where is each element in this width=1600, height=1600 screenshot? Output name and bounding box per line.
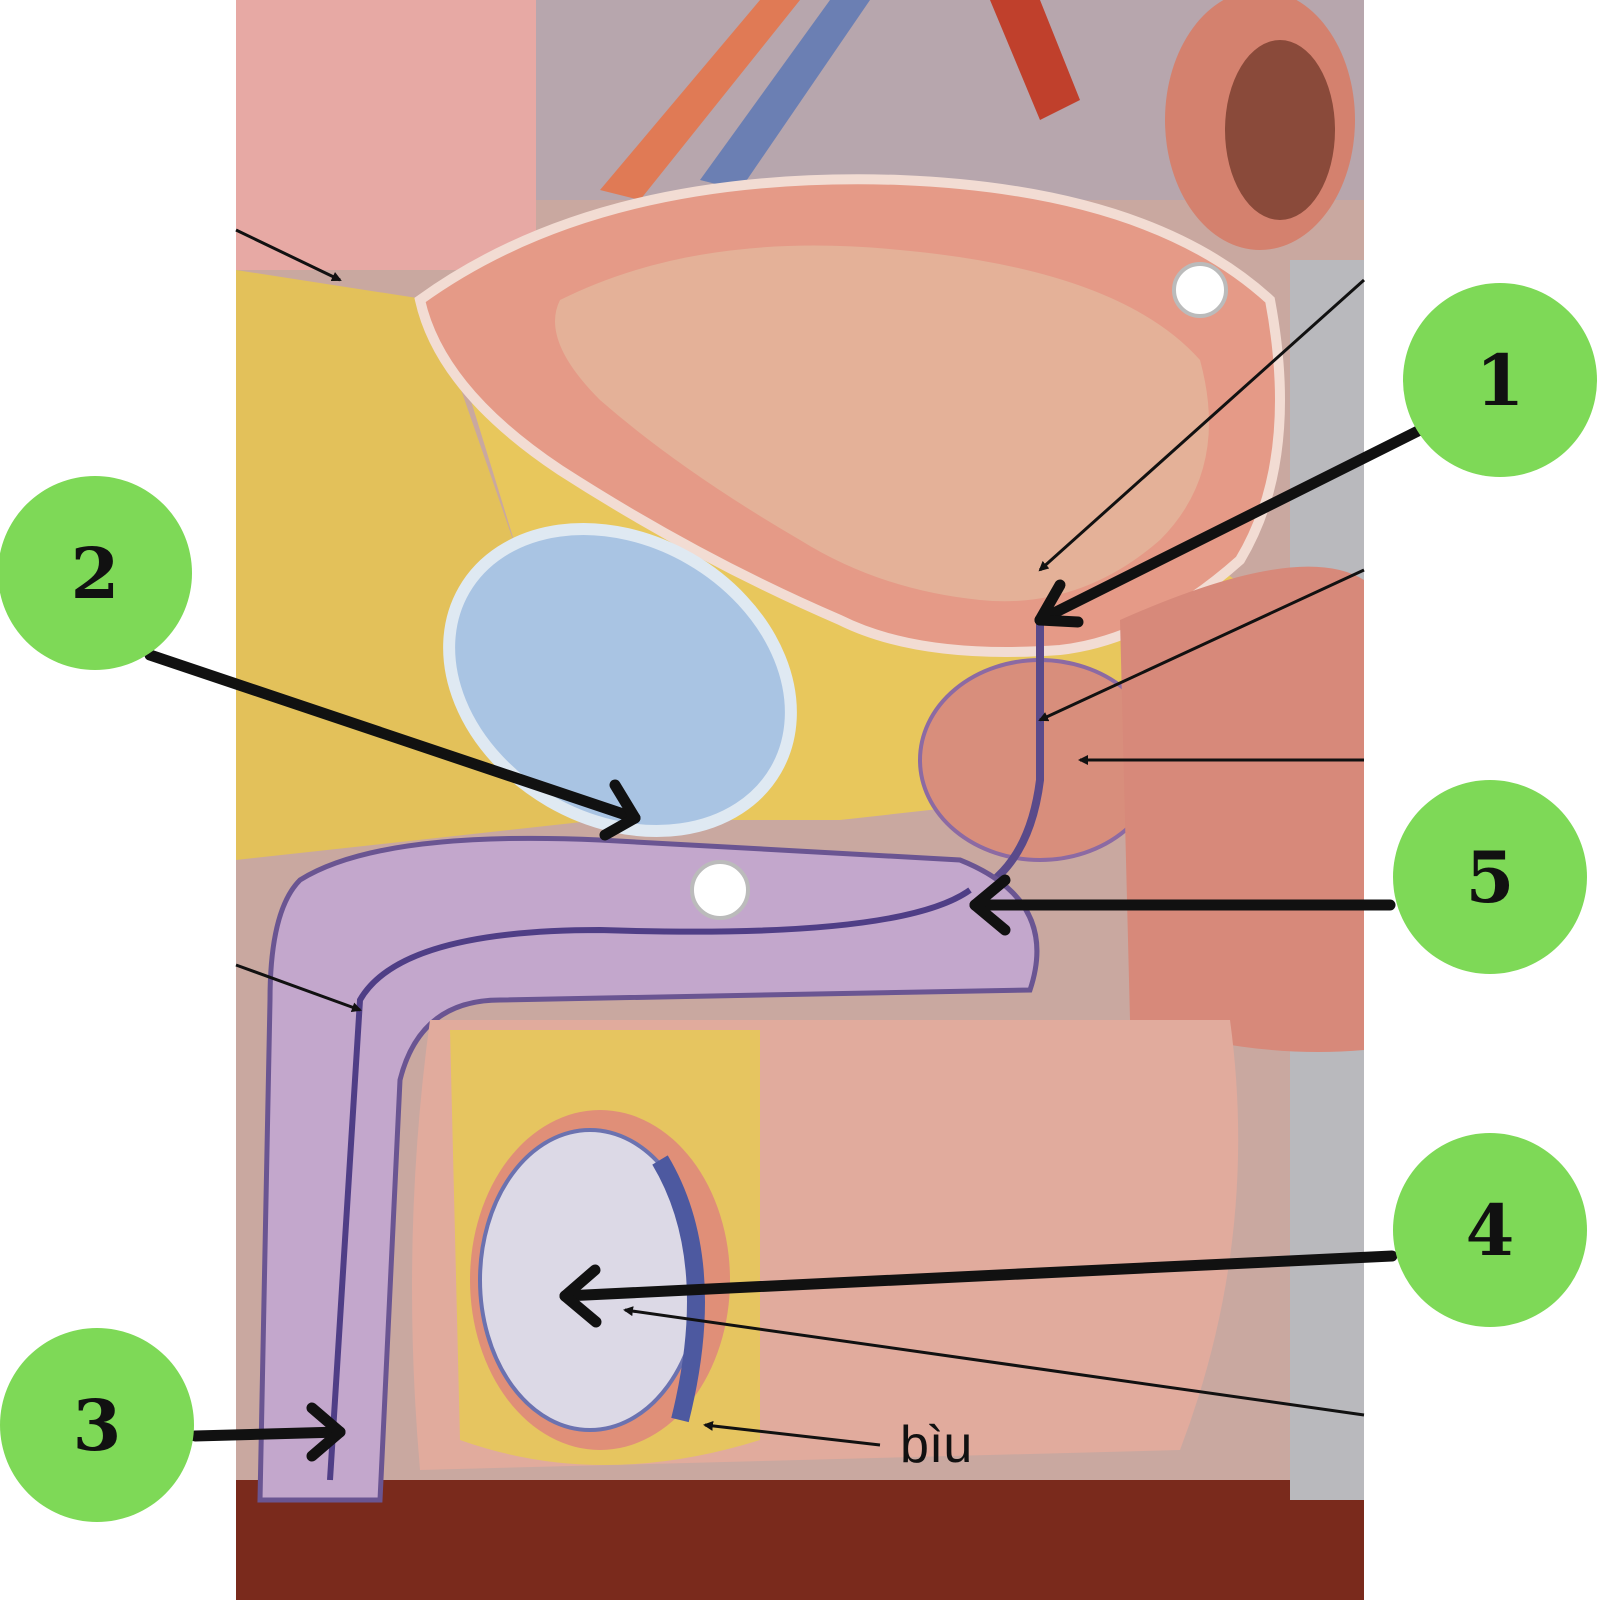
penile-urethra [327,887,972,1481]
pointer-line-penis [235,963,362,1012]
pubic-symphysis [443,523,797,837]
callout-label-4: 4 [1466,1189,1515,1272]
callout-label-3: 3 [73,1384,122,1467]
abdominal-wall [236,0,536,270]
rectum-lumen [1225,40,1335,220]
ureter-opening [1172,262,1228,318]
table-surface [236,1480,1364,1600]
blood-vessel-artery [600,0,800,200]
pointer-line-bladder [1038,278,1366,572]
callout-label-1: 1 [1476,339,1525,422]
scrotum-label: bìu [900,1416,972,1474]
penile-body [257,835,1040,1503]
callout-arrow-3 [189,1402,346,1462]
muscle-strip [990,0,1080,120]
pointer-line-prostate [1038,568,1365,722]
callout-1: 1 [1403,283,1597,477]
callout-label-2: 2 [71,532,120,615]
callout-arrow-4 [559,1250,1398,1328]
callout-5: 5 [1393,780,1587,974]
callout-arrow-5 [969,874,1396,936]
callout-2: 2 [0,476,192,670]
callout-arrow-1 [1034,424,1426,628]
callout-label-5: 5 [1466,836,1515,919]
pointer-line-upper-left [235,228,342,282]
callout-3: 3 [0,1328,194,1522]
callout-arrow-2 [144,649,641,841]
pointer-line-epididymis [623,1306,1365,1417]
blood-vessel-vein [700,0,870,190]
epididymis [652,1155,705,1423]
callout-4: 4 [1393,1133,1587,1327]
rectum-lower [1120,566,1364,1052]
bladder-lumen [555,245,1209,602]
pointer-line-scrotum [703,1420,881,1447]
vessel-opening [690,860,750,920]
